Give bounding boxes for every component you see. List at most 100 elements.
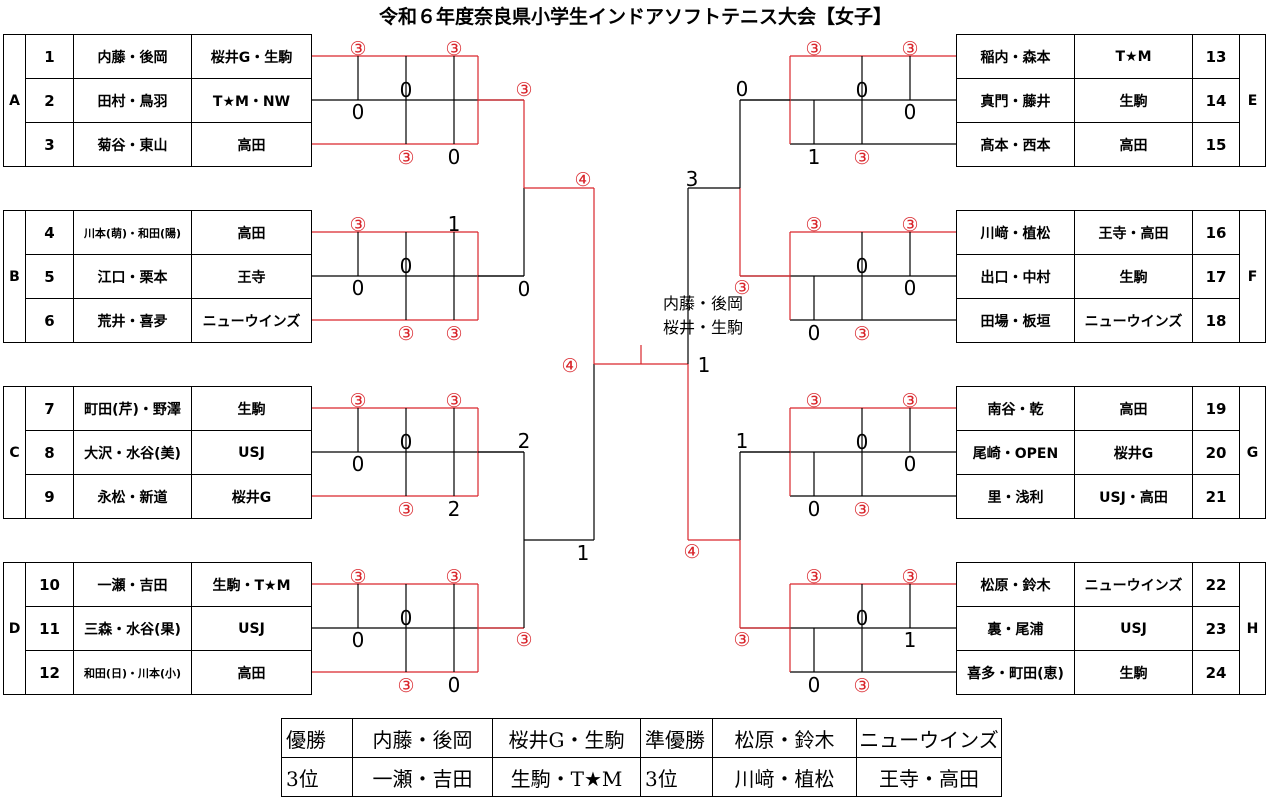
match-score: ③ (853, 675, 870, 697)
match-score: 0 (904, 100, 917, 124)
match-score: 0 (808, 497, 821, 521)
group-table-f: 川﨑・植松 王寺・高田 16 F 出口・中村 生駒 17 田場・板垣 ニューウイ… (956, 210, 1266, 343)
match-score: 0 (856, 254, 869, 278)
match-score: 1 (448, 212, 461, 236)
match-score: 0 (400, 254, 413, 278)
group-label: B (3, 210, 26, 343)
match-score: ③ (445, 390, 462, 412)
club-name: 生駒・T★M (191, 562, 312, 607)
match-score: ③ (853, 323, 870, 345)
seed-number: 18 (1192, 298, 1240, 343)
match-score: 0 (352, 276, 365, 300)
club-name: USJ・高田 (1074, 474, 1193, 519)
group-label: F (1239, 210, 1266, 343)
ko-score: 3 (686, 167, 699, 191)
club-name: 高田 (191, 122, 312, 167)
group-label: A (3, 34, 26, 167)
player-names: 尾崎・OPEN (956, 430, 1075, 475)
seed-number: 21 (1192, 474, 1240, 519)
match-score: 0 (856, 430, 869, 454)
club-name: 桜井G・生駒 (191, 34, 312, 79)
match-score: 0 (808, 321, 821, 345)
ko-score: ④ (683, 541, 700, 563)
seed-number: 10 (25, 562, 74, 607)
third-place-club: 王寺・高田 (856, 757, 1002, 797)
player-names: 松原・鈴木 (956, 562, 1075, 607)
match-score: ③ (397, 323, 414, 345)
player-names: 菊谷・東山 (73, 122, 192, 167)
third-place-names: 一瀬・吉田 (352, 757, 493, 797)
club-name: 王寺 (191, 254, 312, 299)
winner-label: 優勝 (281, 718, 353, 758)
group-label: D (3, 562, 26, 695)
player-names: 稲内・森本 (956, 34, 1075, 79)
ko-score: 2 (518, 429, 531, 453)
club-name: 高田 (1074, 122, 1193, 167)
player-names: 裏・尾浦 (956, 606, 1075, 651)
match-score: 0 (448, 673, 461, 697)
club-name: USJ (191, 606, 312, 651)
match-score: ③ (445, 323, 462, 345)
runner-up-club: ニューウインズ (856, 718, 1002, 758)
group-table-a: A 1 内藤・後岡 桜井G・生駒 2 田村・鳥羽 T★M・NW 3 菊谷・東山 … (3, 34, 312, 167)
champion-club: 桜井・生駒 (662, 318, 744, 337)
group-label: C (3, 386, 26, 519)
player-names: 和田(日)・川本(小) (73, 650, 192, 695)
player-names: 一瀬・吉田 (73, 562, 192, 607)
match-score: 0 (856, 78, 869, 102)
page-title: 令和６年度奈良県小学生インドアソフトテニス大会【女子】 (378, 6, 892, 28)
group-table-e: 稲内・森本 T★M 13 E 真門・藤井 生駒 14 髙本・西本 高田 15 (956, 34, 1266, 167)
club-name: 高田 (191, 210, 312, 255)
player-names: 里・浅利 (956, 474, 1075, 519)
club-name: 桜井G (1074, 430, 1193, 475)
seed-number: 14 (1192, 78, 1240, 123)
match-score: ③ (397, 499, 414, 521)
player-names: 真門・藤井 (956, 78, 1075, 123)
player-names: 田場・板垣 (956, 298, 1075, 343)
player-names: 永松・新道 (73, 474, 192, 519)
winner-names: 内藤・後岡 (352, 718, 493, 758)
match-score: ③ (853, 147, 870, 169)
match-score: ③ (901, 214, 918, 236)
winner-club: 桜井G・生駒 (492, 718, 641, 758)
seed-number: 5 (25, 254, 74, 299)
player-names: 髙本・西本 (956, 122, 1075, 167)
seed-number: 16 (1192, 210, 1240, 255)
match-score: 0 (856, 606, 869, 630)
match-score: 0 (400, 606, 413, 630)
match-score: ③ (805, 214, 822, 236)
champion-label: 内藤・後岡 桜井・生駒 (663, 292, 743, 340)
match-score: 0 (448, 145, 461, 169)
player-names: 田村・鳥羽 (73, 78, 192, 123)
third-place-label: 3位 (640, 757, 713, 797)
player-names: 内藤・後岡 (73, 34, 192, 79)
seed-number: 4 (25, 210, 74, 255)
ko-score: ④ (574, 169, 591, 191)
club-name: 生駒 (1074, 650, 1193, 695)
match-score: ③ (349, 38, 366, 60)
club-name: 生駒 (191, 386, 312, 431)
club-name: 生駒 (1074, 78, 1193, 123)
player-names: 三森・水谷(果) (73, 606, 192, 651)
club-name: USJ (1074, 606, 1193, 651)
seed-number: 7 (25, 386, 74, 431)
club-name: USJ (191, 430, 312, 475)
match-score: ③ (397, 675, 414, 697)
match-score: ③ (805, 390, 822, 412)
club-name: ニューウインズ (1074, 298, 1193, 343)
seed-number: 15 (1192, 122, 1240, 167)
club-name: 高田 (191, 650, 312, 695)
club-name: 王寺・高田 (1074, 210, 1193, 255)
ko-score: ④ (561, 355, 578, 377)
player-names: 江口・栗本 (73, 254, 192, 299)
club-name: ニューウインズ (191, 298, 312, 343)
seed-number: 6 (25, 298, 74, 343)
group-label: G (1239, 386, 1266, 519)
ko-score: 1 (698, 353, 711, 377)
group-label: E (1239, 34, 1266, 167)
seed-number: 3 (25, 122, 74, 167)
club-name: T★M (1074, 34, 1193, 79)
group-table-d: D 10 一瀬・吉田 生駒・T★M 11 三森・水谷(果) USJ 12 和田(… (3, 562, 312, 695)
match-score: 0 (352, 100, 365, 124)
match-score: 0 (352, 628, 365, 652)
